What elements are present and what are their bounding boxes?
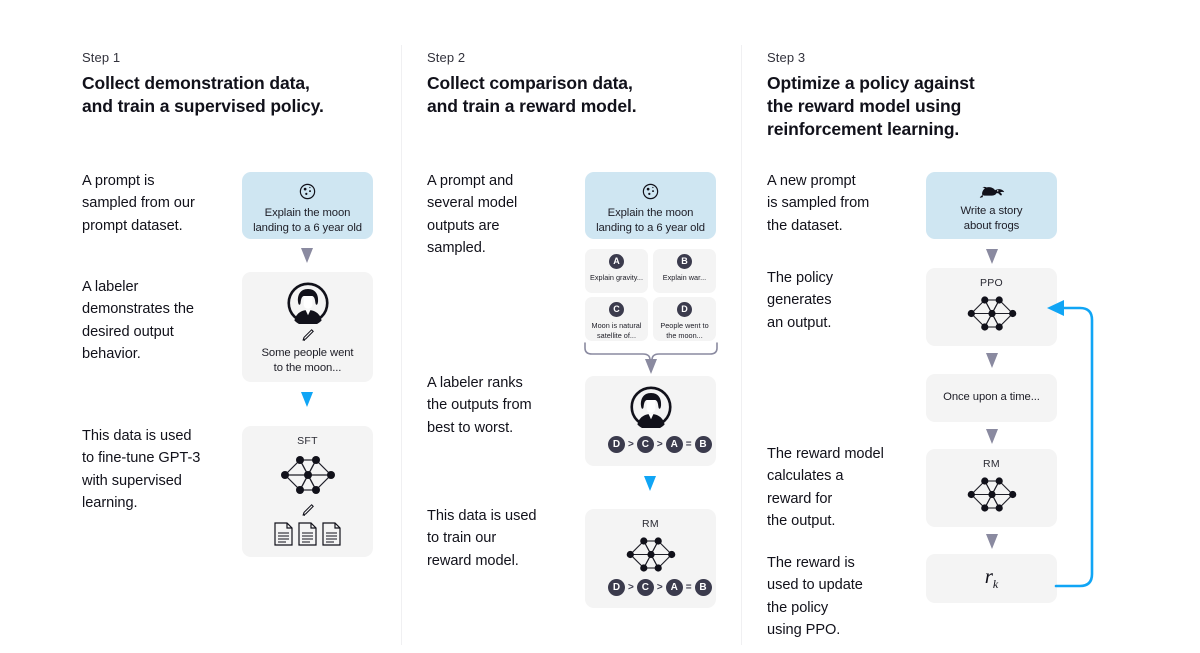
step-2-prompt-text: Explain the moon landing to a 6 year old — [596, 207, 705, 235]
frog-icon — [926, 183, 1057, 199]
step-3-reward-value: rk — [985, 564, 999, 592]
step-2-ranking-row: D > C > A = B — [608, 436, 712, 453]
column-divider-1 — [401, 45, 402, 645]
neural-network-icon — [585, 532, 716, 577]
step-2-option-c[interactable]: C Moon is natural satellite of... — [585, 297, 648, 341]
step-2-rm-caption: RM — [642, 518, 659, 530]
step-1-paragraph-1: A prompt is sampled from our prompt data… — [82, 173, 195, 234]
documents-icon — [242, 521, 373, 547]
step-1-prompt-text: Explain the moon landing to a 6 year old — [253, 207, 362, 235]
step-1-prompt-card[interactable]: Explain the moon landing to a 6 year old — [242, 172, 373, 239]
step-2-merge-brace — [583, 342, 719, 380]
step-2-title: Collect comparison data, and train a rew… — [427, 73, 637, 117]
step-1-arrow-1 — [296, 248, 318, 271]
step-3-paragraph-1: A new prompt is sampled from the dataset… — [767, 173, 870, 234]
rank-item: D — [608, 579, 625, 596]
rank-operator: > — [628, 582, 634, 593]
step-2-paragraph-2: A labeler ranks the outputs from best to… — [427, 375, 532, 436]
step-2-column: Step 2 Collect comparison data, and trai… — [427, 0, 727, 653]
option-badge: B — [677, 254, 692, 269]
step-1-sft-card[interactable]: SFT — [242, 426, 373, 557]
step-3-number: Step 3 — [767, 50, 806, 65]
rank-operator: = — [685, 582, 692, 593]
reward-feedback-loop — [1040, 296, 1110, 601]
pencil-icon — [242, 502, 373, 518]
rank-item: A — [665, 436, 683, 453]
step-3-paragraph-3: The reward model calculates a reward for… — [767, 446, 884, 529]
option-text: People went to the moon... — [660, 321, 709, 340]
step-3-output-text: Once upon a time... — [943, 391, 1040, 404]
step-1-column: Step 1 Collect demonstration data, and t… — [82, 0, 382, 653]
option-text: Explain gravity... — [590, 273, 643, 282]
step-2-option-a[interactable]: A Explain gravity... — [585, 249, 648, 293]
step-2-option-d[interactable]: D People went to the moon... — [653, 297, 716, 341]
step-2-arrow-2 — [639, 476, 661, 499]
step-3-reward-card[interactable]: rk — [926, 554, 1057, 603]
rank-operator: > — [656, 582, 663, 593]
step-3-arrow-2 — [981, 353, 1003, 376]
option-badge: A — [609, 254, 624, 269]
neural-network-icon — [926, 291, 1057, 336]
step-3-rm-card[interactable]: RM — [926, 449, 1057, 527]
step-3-rm-caption: RM — [983, 458, 1000, 470]
rank-operator: > — [656, 439, 663, 450]
option-badge: D — [677, 302, 692, 317]
step-3-column: Step 3 Optimize a policy against the rew… — [767, 0, 1067, 653]
step-2-option-b[interactable]: B Explain war... — [653, 249, 716, 293]
step-3-arrow-3 — [981, 429, 1003, 452]
step-1-arrow-2 — [296, 392, 318, 415]
step-1-labeler-text: Some people went to the moon... — [261, 347, 354, 375]
step-3-title: Optimize a policy against the reward mod… — [767, 73, 975, 140]
option-text: Moon is natural satellite of... — [591, 321, 642, 340]
step-2-prompt-card[interactable]: Explain the moon landing to a 6 year old — [585, 172, 716, 239]
rank-item: B — [694, 436, 712, 453]
pencil-icon — [242, 327, 373, 343]
step-2-number: Step 2 — [427, 50, 466, 65]
rank-item: B — [694, 579, 712, 596]
rank-item: D — [608, 436, 625, 453]
step-2-paragraph-1: A prompt and several model outputs are s… — [427, 173, 518, 256]
step-2-ranking-card[interactable]: D > C > A = B — [585, 376, 716, 466]
neural-network-icon — [242, 450, 373, 500]
option-text: Explain war... — [662, 273, 707, 282]
option-badge: C — [609, 302, 624, 317]
rank-operator: = — [685, 439, 692, 450]
step-3-paragraph-2: The policy generates an output. — [767, 270, 834, 331]
step-1-labeler-card[interactable]: Some people went to the moon... — [242, 272, 373, 382]
step-3-prompt-card[interactable]: Write a story about frogs — [926, 172, 1057, 239]
rank-operator: > — [628, 439, 634, 450]
rank-item: A — [665, 579, 683, 596]
step-2-rm-card[interactable]: RM — [585, 509, 716, 608]
step-3-paragraph-4: The reward is used to update the policy … — [767, 555, 863, 638]
rank-item: C — [636, 436, 654, 453]
reward-symbol: r — [984, 564, 993, 589]
step-1-title: Collect demonstration data, and train a … — [82, 73, 324, 117]
step-3-ppo-card[interactable]: PPO — [926, 268, 1057, 346]
step-1-paragraph-2: A labeler demonstrates the desired outpu… — [82, 279, 194, 362]
step-3-arrow-1 — [981, 249, 1003, 272]
step-3-output-card[interactable]: Once upon a time... — [926, 374, 1057, 422]
step-3-arrow-4 — [981, 534, 1003, 557]
step-1-number: Step 1 — [82, 50, 121, 65]
step-3-ppo-caption: PPO — [979, 277, 1004, 289]
neural-network-icon — [926, 472, 1057, 517]
step-2-paragraph-3: This data is used to train our reward mo… — [427, 508, 537, 569]
moon-icon — [585, 182, 716, 201]
step-2-rm-ranking-row: D > C > A = B — [608, 579, 712, 596]
step-1-paragraph-3: This data is used to fine-tune GPT-3 wit… — [82, 428, 201, 511]
step-1-sft-caption: SFT — [297, 435, 318, 447]
column-divider-2 — [741, 45, 742, 645]
labeler-avatar-icon — [585, 386, 716, 428]
labeler-avatar-icon — [242, 282, 373, 324]
reward-subscript: k — [992, 577, 999, 592]
moon-icon — [242, 182, 373, 201]
rank-item: C — [636, 579, 654, 596]
step-3-prompt-text: Write a story about frogs — [960, 205, 1023, 233]
